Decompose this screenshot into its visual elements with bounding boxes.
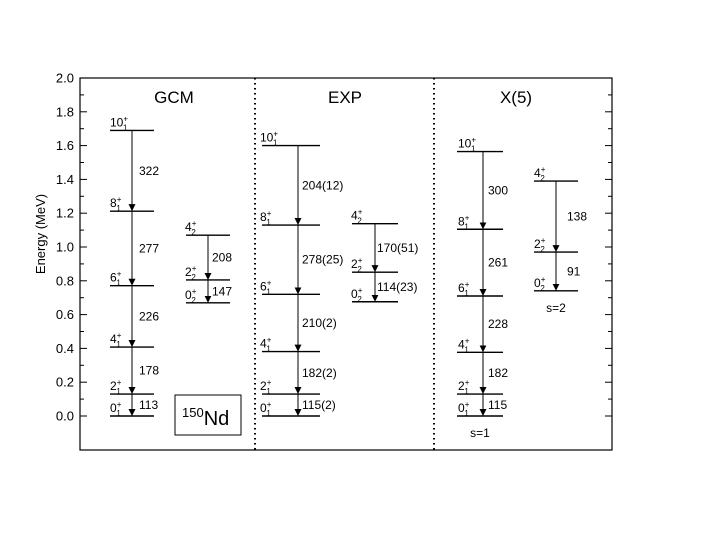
level-label: 10+1 — [110, 114, 128, 132]
transition-label: 261 — [488, 256, 508, 270]
nucleus-label: 150Nd — [182, 405, 229, 430]
transition-label: 91 — [567, 264, 581, 278]
transition-label: 208 — [212, 251, 232, 265]
y-tick-label: 1.0 — [56, 240, 74, 255]
level-label: 0+2 — [534, 275, 546, 293]
transition-label: 138 — [567, 210, 587, 224]
nucleus-box — [174, 394, 242, 436]
level-label: 0+1 — [458, 400, 470, 418]
band-note: s=1 — [470, 426, 490, 440]
level-label: 10+1 — [458, 136, 476, 154]
level-label: 4+1 — [110, 331, 122, 349]
transition-label: 210(2) — [302, 316, 337, 330]
level-label: 4+2 — [185, 219, 197, 237]
level-label: 6+1 — [458, 280, 470, 298]
y-tick-label: 0.2 — [56, 375, 74, 390]
transition-label: 300 — [488, 183, 508, 197]
transition-label: 170(51) — [377, 241, 418, 255]
level-label: 2+2 — [185, 264, 197, 282]
level-label: 0+2 — [351, 286, 363, 304]
y-axis-label: Energy (MeV) — [33, 194, 48, 274]
y-tick-label: 1.4 — [56, 172, 74, 187]
transition-label: 278(25) — [302, 253, 343, 267]
transition-label: 277 — [139, 241, 159, 255]
y-tick-label: 0.6 — [56, 307, 74, 322]
level-label: 8+1 — [458, 213, 470, 231]
level-label: 2+1 — [458, 378, 470, 396]
panel-title: X(5) — [500, 88, 532, 107]
transition-label: 147 — [212, 284, 232, 298]
level-label: 4+2 — [534, 165, 546, 183]
level-label: 4+1 — [260, 336, 272, 354]
level-label: 0+2 — [185, 287, 197, 305]
y-tick-label: 0.0 — [56, 409, 74, 424]
transition-label: 178 — [139, 364, 159, 378]
y-tick-label: 0.4 — [56, 341, 74, 356]
level-label: 2+1 — [260, 378, 272, 396]
plot-frame — [79, 77, 613, 451]
level-label: 6+1 — [110, 270, 122, 288]
level-label: 4+1 — [458, 336, 470, 354]
transition-label: 204(12) — [302, 178, 343, 192]
transition-label: 182 — [488, 366, 508, 380]
level-label: 6+1 — [260, 278, 272, 296]
transition-label: 115(2) — [302, 398, 336, 412]
y-tick-label: 1.8 — [56, 104, 74, 119]
level-label: 0+1 — [110, 400, 122, 418]
transition-label: 322 — [139, 164, 159, 178]
transition-label: 115 — [488, 398, 507, 412]
level-label: 2+2 — [534, 236, 546, 254]
y-tick-label: 2.0 — [56, 71, 74, 86]
level-label: 8+1 — [110, 195, 122, 213]
y-tick-label: 1.2 — [56, 206, 74, 221]
transition-label: 113 — [139, 398, 158, 412]
transition-label: 228 — [488, 317, 508, 331]
level-label: 8+1 — [260, 209, 272, 227]
panel-title: EXP — [328, 88, 362, 107]
band-note: s=2 — [546, 301, 566, 315]
y-tick-label: 1.6 — [56, 138, 74, 153]
transition-label: 182(2) — [302, 366, 337, 380]
level-label: 2+1 — [110, 378, 122, 396]
level-label: 10+1 — [260, 130, 278, 148]
level-label: 2+2 — [351, 256, 363, 274]
level-label: 4+2 — [351, 208, 363, 226]
transition-label: 114(23) — [377, 280, 417, 294]
panel-title: GCM — [154, 88, 194, 107]
transition-label: 226 — [139, 309, 159, 323]
y-tick-label: 0.8 — [56, 273, 74, 288]
level-label: 0+1 — [260, 400, 272, 418]
